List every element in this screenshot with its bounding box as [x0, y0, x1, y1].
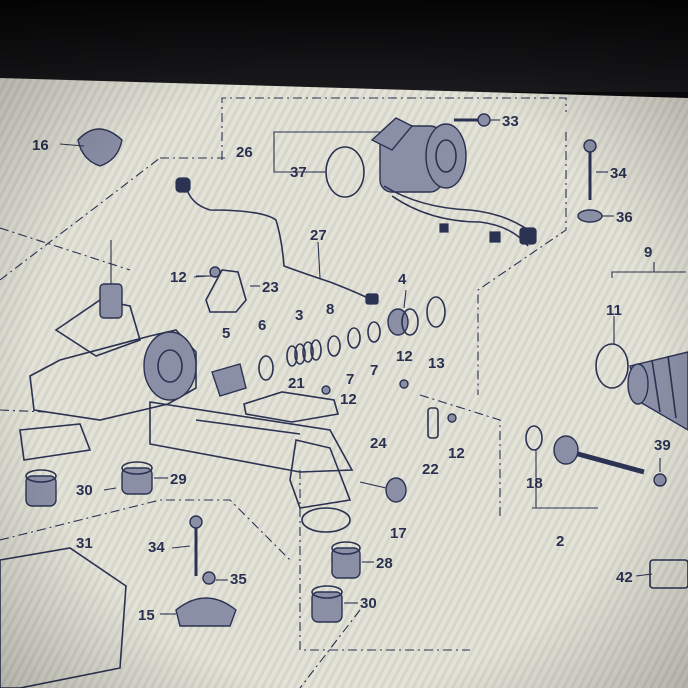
- screen-photo: 16 26 37 33 34 36 27 12 23 5 6 3 8 4 9 1…: [0, 0, 688, 688]
- photo-vignette: [0, 0, 688, 688]
- parts-diagram: 16 26 37 33 34 36 27 12 23 5 6 3 8 4 9 1…: [0, 0, 688, 688]
